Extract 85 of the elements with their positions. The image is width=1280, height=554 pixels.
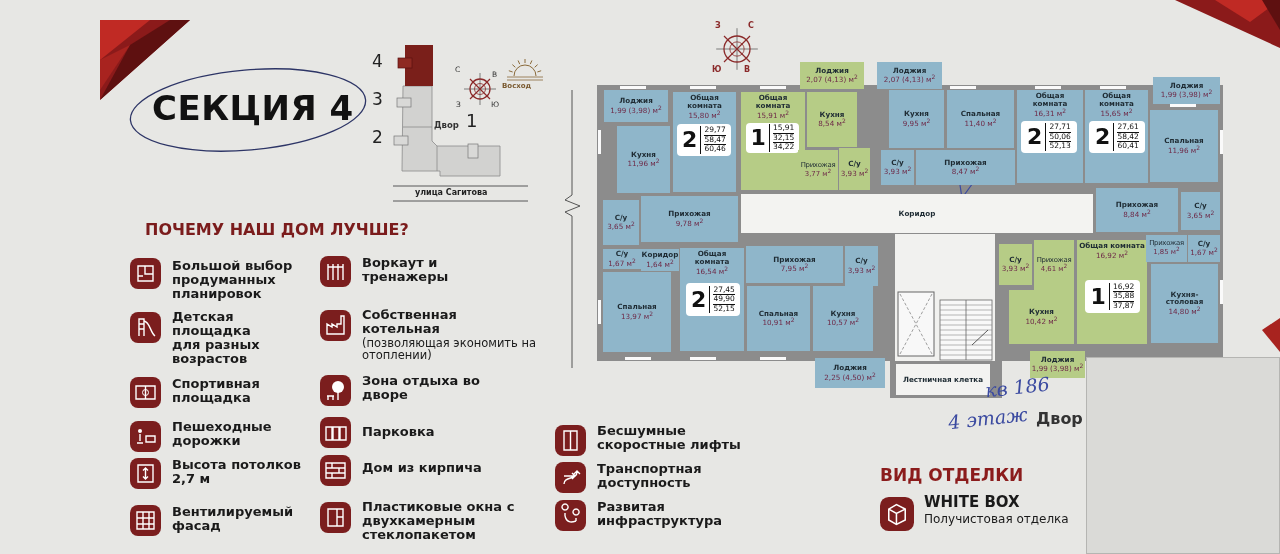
room xyxy=(877,62,942,89)
room xyxy=(889,90,944,148)
feature-text: Большой выбор продуманных планировок xyxy=(172,259,294,302)
section-number: 3 xyxy=(372,90,383,109)
apartment-badge xyxy=(1089,121,1145,153)
apartment-badge xyxy=(1085,280,1140,313)
section-number: 4 xyxy=(372,52,383,71)
room xyxy=(881,150,914,185)
room xyxy=(813,286,873,351)
room xyxy=(641,196,738,242)
compass-letter: С xyxy=(748,22,754,31)
room xyxy=(1153,77,1220,104)
room xyxy=(807,92,857,147)
room-count: 2 xyxy=(682,129,698,151)
feature-text: Пластиковые окна с двухкамерным стеклопакетом xyxy=(362,500,516,543)
room xyxy=(1009,290,1074,344)
feature-text: Зона отдыха во дворе xyxy=(362,374,481,403)
feature-text: Бесшумные скоростные лифты xyxy=(597,424,742,453)
handwritten-note: 4 этаж xyxy=(947,403,1029,433)
room xyxy=(999,244,1032,285)
room xyxy=(798,150,838,190)
finish-description: Получистовая отделка xyxy=(924,513,1069,526)
room xyxy=(1034,240,1074,290)
room xyxy=(839,148,870,190)
feature-text: Высота потолков 2,7 м xyxy=(172,458,303,487)
room-count: 1 xyxy=(1090,285,1106,308)
room xyxy=(1150,110,1218,182)
courtyard-label: Двор xyxy=(1036,410,1083,428)
room-count: 2 xyxy=(1027,126,1043,148)
apartment-badge xyxy=(677,124,731,156)
section-heading: ПОЧЕМУ НАШ ДОМ ЛУЧШЕ? xyxy=(145,221,409,239)
room xyxy=(916,150,1015,185)
room xyxy=(603,249,641,269)
finish-heading: ВИД ОТДЕЛКИ xyxy=(880,466,1024,485)
room xyxy=(1030,351,1085,378)
room xyxy=(815,358,885,388)
compass-letter: З xyxy=(715,22,721,31)
section-number: 1 xyxy=(466,111,478,131)
room xyxy=(800,62,864,89)
handwritten-note: кв 186 xyxy=(984,373,1051,401)
room xyxy=(1181,192,1220,230)
room xyxy=(603,200,639,245)
compass-letter: Ю xyxy=(712,66,722,75)
room xyxy=(1017,90,1083,183)
section-title: СЕКЦИЯ 4 xyxy=(152,88,354,128)
room xyxy=(641,249,679,271)
room xyxy=(1188,235,1220,262)
section-number: 2 xyxy=(372,128,383,147)
apartment-badge xyxy=(746,123,799,153)
feature-text: Развитая инфраструктура xyxy=(597,500,723,529)
room xyxy=(673,92,736,192)
room xyxy=(947,90,1014,148)
room xyxy=(1146,235,1187,262)
room-count: 1 xyxy=(750,127,766,149)
room xyxy=(746,246,843,283)
street-name: улица Сагитова xyxy=(415,189,488,198)
room xyxy=(604,90,668,122)
feature-text: Собственная котельная xyxy=(362,308,458,337)
room xyxy=(1085,90,1148,183)
feature-text: Воркаут и тренажеры xyxy=(362,256,450,285)
paper-sheet xyxy=(1086,357,1280,554)
feature-text: Спортивная площадка xyxy=(172,377,261,406)
room xyxy=(845,246,878,286)
feature-text: Транспортная доступность xyxy=(597,462,703,491)
feature-note: (позволяющая экономить на отоплении) xyxy=(362,337,538,362)
room-count: 2 xyxy=(1095,126,1111,148)
room-count: 2 xyxy=(691,288,707,311)
room xyxy=(603,272,671,352)
apartment-badge xyxy=(686,283,740,316)
room xyxy=(1096,188,1178,232)
room xyxy=(680,248,744,351)
room xyxy=(747,286,810,351)
compass-letter: В xyxy=(744,66,751,75)
feature-text: Парковка xyxy=(362,425,435,440)
room xyxy=(1151,264,1218,343)
feature-text: Вентилируемый фасад xyxy=(172,505,295,534)
feature-text: Дом из кирпича xyxy=(362,461,482,476)
corridor-area xyxy=(741,194,1093,233)
room xyxy=(1077,240,1147,344)
apartment-badge xyxy=(1021,121,1077,153)
courtyard-label: Двор xyxy=(434,121,459,131)
feature-text: Детская площадка для разных возрастов xyxy=(172,310,261,367)
feature-text: Пешеходные дорожки xyxy=(172,420,273,449)
finish-type: WHITE BOX xyxy=(924,494,1020,511)
room xyxy=(617,126,670,193)
